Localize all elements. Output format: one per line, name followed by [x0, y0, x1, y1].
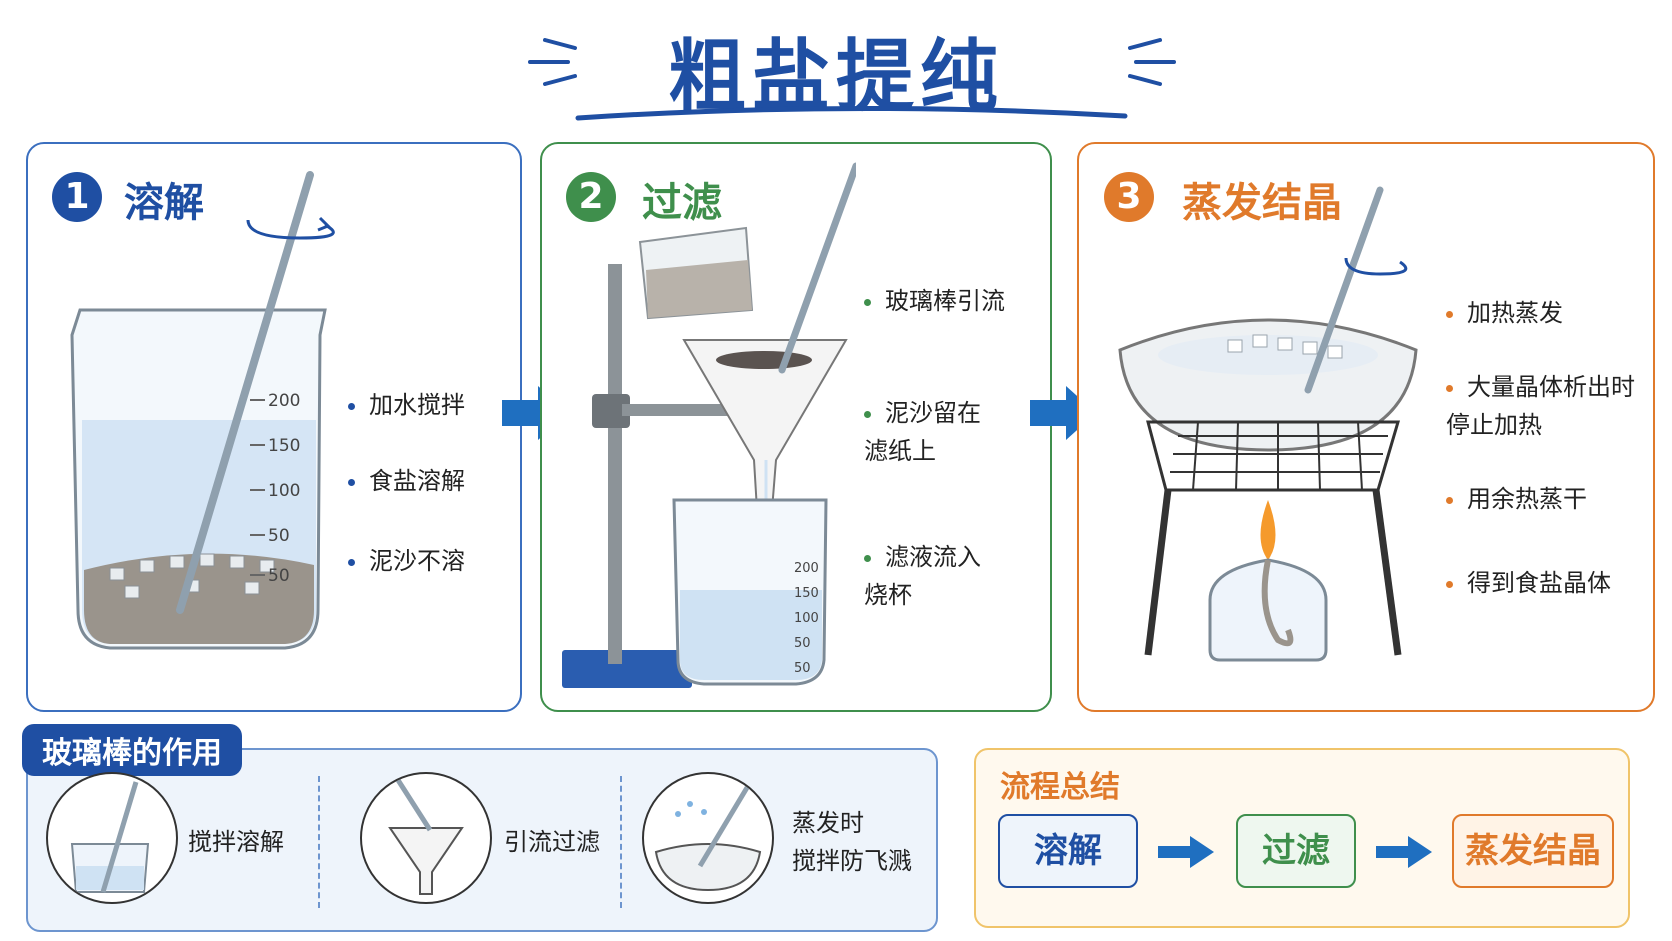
dissolve-beaker-illustration: 200 150 100 50 50	[70, 171, 335, 650]
divider	[318, 776, 320, 908]
bullet-item: 食盐溶解	[348, 462, 465, 500]
beaker-tick-label: 150	[268, 436, 300, 456]
glass-rod-role-heading: 玻璃棒的作用	[22, 724, 242, 776]
bullet-item: 用余热蒸干	[1446, 480, 1587, 518]
beaker-tick-label: 100	[268, 481, 300, 501]
bullet-item: 泥沙留在 滤纸上	[864, 399, 981, 465]
bullet-item: 大量晶体析出时 停止加热	[1446, 373, 1635, 439]
summary-step-evaporate: 蒸发结晶	[1452, 814, 1614, 888]
bullet-item: 滤液流入 烧杯	[864, 543, 981, 609]
stir-dissolve-icon	[46, 772, 178, 904]
bullet-item: 泥沙不溶	[348, 542, 465, 580]
beaker-tick-label: 200	[268, 391, 300, 411]
drain-filter-icon	[360, 772, 492, 904]
beaker-tick-label: 200	[794, 561, 819, 576]
summary-arrow-icon	[1158, 836, 1214, 868]
beaker-tick-label: 100	[794, 611, 819, 626]
title-decoration	[528, 38, 1176, 121]
summary-heading: 流程总结	[1000, 770, 1120, 805]
divider	[620, 776, 622, 908]
bullet-item: 玻璃棒引流	[864, 282, 1005, 320]
role-item-label: 搅拌溶解	[188, 828, 284, 856]
beaker-tick-label: 50	[794, 661, 811, 676]
step-title-evaporate: 蒸发结晶	[1182, 180, 1342, 226]
evaporate-stir-icon	[642, 772, 774, 904]
filter-apparatus-illustration: 200 150 100 50 50	[562, 162, 856, 688]
beaker-tick-label: 50	[268, 566, 290, 586]
step-title-filter: 过滤	[642, 180, 722, 226]
beaker-tick-label: 50	[268, 526, 290, 546]
step-title-dissolve: 溶解	[124, 180, 204, 226]
beaker-tick-label: 50	[794, 636, 811, 651]
step-number-3: 3	[1104, 172, 1154, 222]
bullet-item: 加水搅拌	[348, 386, 465, 424]
summary-arrow-icon	[1376, 836, 1432, 868]
evaporation-apparatus-illustration	[1118, 186, 1418, 662]
role-item-label: 引流过滤	[504, 828, 600, 856]
role-item-label: 蒸发时 搅拌防飞溅	[792, 809, 912, 875]
step-number-2: 2	[566, 172, 616, 222]
step-number-1: 1	[52, 172, 102, 222]
summary-step-dissolve: 溶解	[998, 814, 1138, 888]
bullet-item: 得到食盐晶体	[1446, 564, 1611, 602]
bullet-item: 加热蒸发	[1446, 294, 1563, 332]
summary-step-filter: 过滤	[1236, 814, 1356, 888]
beaker-tick-label: 150	[794, 586, 819, 601]
